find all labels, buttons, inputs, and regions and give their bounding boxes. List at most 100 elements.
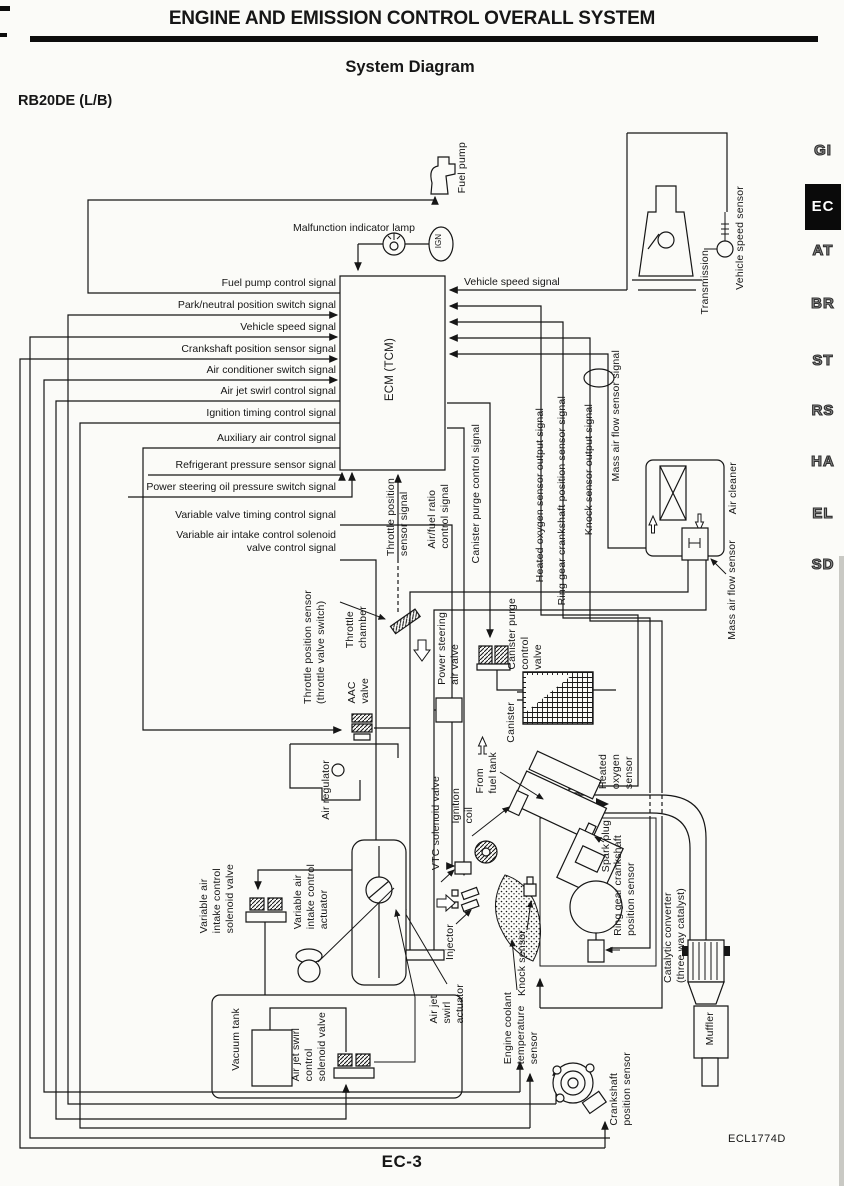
knock-signal-label: Knock sensor output signal (583, 404, 595, 536)
ring-gear-signal-label: Ring gear crankshaft position sensor sig… (556, 396, 568, 606)
vehicle-speed-sensor-label: Vehicle speed sensor (734, 186, 746, 290)
ckp-connector (582, 1091, 606, 1113)
fuel-pump-label: Fuel pump (456, 142, 468, 194)
canister-purge-valve-icon (479, 646, 492, 664)
fuel-feed-line (500, 772, 544, 800)
vaic-solenoid-label: Variable air intake control solenoid val… (198, 864, 236, 934)
vehicle-speed-sensor-icon (717, 241, 733, 257)
air-jet-swirl-solenoid-icon (338, 1054, 352, 1066)
transmission-lever (648, 234, 659, 249)
air-regulator-valve (332, 764, 344, 776)
ignition-coil-label: Ignition coil (450, 788, 475, 824)
maf-signal-label: Mass air flow sensor signal (610, 350, 622, 482)
canister-highlight (526, 675, 572, 712)
injector-label: Injector (444, 924, 456, 961)
air-regulator-structure (290, 744, 398, 800)
tps-component-label: Throttle position sensor (throttle valve… (302, 590, 327, 704)
ign-label: IGN (434, 234, 443, 249)
ajs-actuator-pointer (400, 905, 447, 984)
air-in-arrow (649, 516, 657, 533)
malfunction-lamp-label: Malfunction indicator lamp (293, 222, 415, 234)
tab-gi: GI (814, 141, 832, 159)
muffler-icon (694, 1006, 728, 1058)
injector-pointer (456, 909, 472, 924)
page-number: EC-3 (381, 1152, 423, 1171)
vvt-control-line (340, 525, 456, 870)
ecm-label: ECM (TCM) (384, 338, 396, 402)
afr-signal-label: Air/fuel ratio control signal (426, 484, 451, 549)
cat-flange-r (724, 946, 730, 956)
tab-ec-active: EC (805, 184, 841, 230)
crankshaft-signal-line (20, 355, 605, 1148)
scan-edge-shadow (839, 556, 844, 1186)
coolant-temp-label: Engine coolant temperature sensor (502, 992, 540, 1065)
tab-at: AT (812, 241, 834, 259)
vacuum-tank-icon (252, 1030, 292, 1086)
throttle-position-sensor-icon (390, 609, 420, 634)
vaic-actuator-rod (318, 888, 394, 962)
ring-gear-signal-line (450, 322, 650, 948)
figure-code: ECL1774D (728, 1133, 786, 1145)
cylinder-head (512, 771, 607, 841)
tank-pipe (270, 1008, 346, 1052)
canister-outline (523, 672, 593, 724)
vss-stem (704, 212, 729, 249)
vehicle-speed-right-label: Vehicle speed signal (464, 276, 560, 288)
signal-vvt-control: Variable valve timing control signal (175, 509, 336, 521)
signal-air-jet-swirl: Air jet swirl control signal (220, 385, 336, 397)
fuel-tank-arrow (478, 737, 487, 754)
vehicle-speed-left-line (30, 333, 610, 1138)
canister-purge-signal-label: Canister purge control signal (470, 424, 482, 564)
spark-plug-pointer (594, 836, 604, 843)
transmission-label: Transmission (699, 250, 711, 315)
transmission-shaft (658, 232, 674, 248)
vtc-solenoid-label: VTC solenoid valve (430, 776, 442, 871)
tailpipe-icon (702, 1058, 718, 1086)
ign-switch-icon (429, 227, 453, 261)
heated-oxygen-sensor-label: Heated oxygen sensor (597, 754, 635, 790)
vtc-pointer (441, 869, 455, 882)
page-edge-mark (0, 6, 10, 11)
ho2s-signal-label: Heated oxygen sensor output signal (534, 408, 546, 583)
aac-valve-label: AAC valve (346, 678, 371, 704)
signal-air-conditioner: Air conditioner switch signal (206, 364, 336, 376)
ajs-actuator-label: Air jet swirl actuator (428, 984, 466, 1024)
vss-signal-line (450, 133, 727, 290)
ckp-sensor-label: Crankshaft position sensor (608, 1052, 633, 1126)
knock-sensor-label: Knock sensor (516, 930, 528, 997)
throttle-chamber-label: Throttle chamber (344, 606, 369, 649)
ring-gear-sensor-label: Ring gear crankshaft position sensor (612, 835, 637, 936)
power-steering-air-valve-icon (436, 698, 462, 722)
knock-pointer (527, 900, 534, 930)
engine-model-label: RB20DE (L/B) (18, 93, 113, 109)
catalytic-converter-icon (688, 940, 724, 982)
purge-to-canister (497, 670, 523, 690)
tab-br: BR (811, 294, 835, 312)
mass-air-flow-sensor-icon (682, 528, 708, 560)
vaic-actuator-label: Variable air intake control actuator (292, 864, 330, 930)
transmission-icon (639, 186, 693, 276)
muffler-label: Muffler (704, 1012, 716, 1046)
knock-sensor-icon (524, 884, 536, 896)
ecm-box (340, 276, 445, 470)
air-filter-x (660, 466, 686, 520)
maf-inner (689, 538, 700, 548)
fuel-pump-control-line (88, 195, 439, 293)
coolant-temp-pointer (509, 939, 517, 990)
knock-signal-line (450, 338, 662, 1008)
catalytic-converter-label: Catalytic converter (three way catalyst) (662, 888, 687, 984)
fuel-pump-icon (431, 157, 455, 194)
vacuum-tank-label: Vacuum tank (230, 1008, 242, 1071)
canister-purge-valve-label: Canister purge control valve (506, 598, 544, 670)
mil-lamp-filament (390, 242, 398, 250)
aac-valve-icon (352, 714, 372, 722)
air-conditioner-line (44, 376, 520, 1092)
from-fuel-tank-label: From fuel tank (474, 752, 499, 794)
canister-stubs (517, 690, 616, 700)
vacuum-enclosure (212, 995, 462, 1098)
signal-fuel-pump-control: Fuel pump control signal (221, 277, 336, 289)
page-title: ENGINE AND EMISSION CONTROL OVERALL SYST… (168, 8, 656, 29)
ps-oil-pressure-line (128, 471, 356, 497)
